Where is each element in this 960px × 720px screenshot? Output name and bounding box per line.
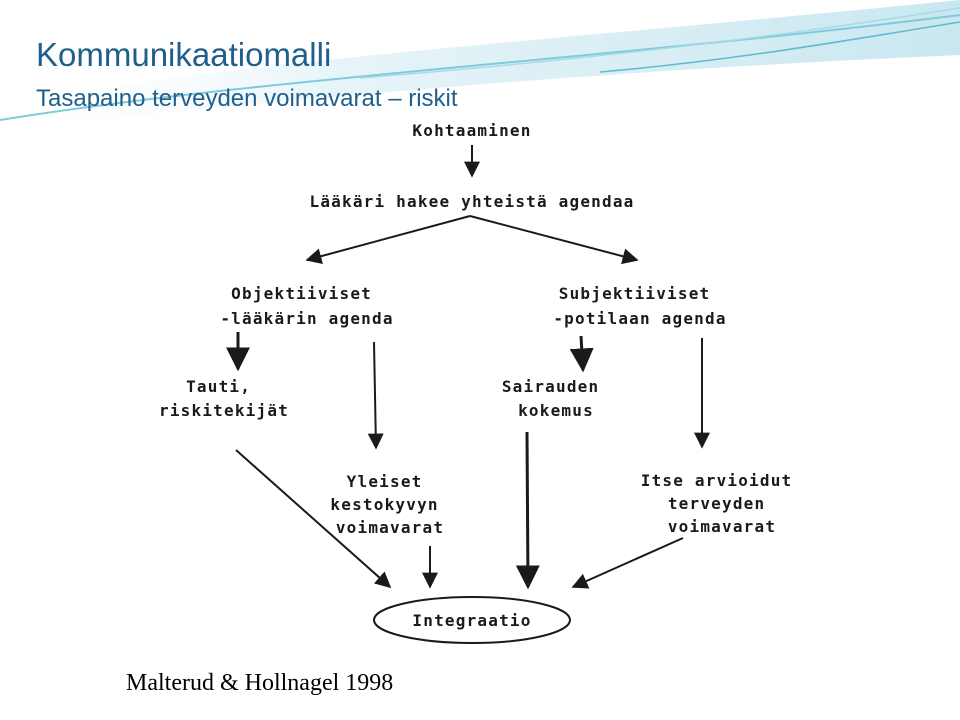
edge-subjektiiviset-sairauden <box>569 335 594 373</box>
node-label-line: voimavarat <box>668 517 776 536</box>
node-label-line: Itse arvioidut <box>641 471 793 490</box>
node-label-line: voimavarat <box>336 518 444 537</box>
node-label-line: -potilaan agenda <box>553 309 726 328</box>
integraatio-ellipse <box>373 596 571 644</box>
header-wave-decoration <box>0 0 960 130</box>
node-label-line: Sairauden <box>502 377 600 396</box>
node-itse: Itse arvioidut terveyden voimavarat <box>641 471 804 536</box>
edge-agenda-subjektiiviset <box>469 215 639 265</box>
edge-tauti-integraatio <box>235 449 392 589</box>
node-sairauden: Sairauden kokemus <box>502 377 610 420</box>
node-yleiset: Yleiset kestokyvyn voimavarat <box>330 472 449 537</box>
node-objektiiviset: Objektiiviset -lääkärin agenda <box>220 284 393 328</box>
node-label-line: Lääkäri hakee yhteistä agendaa <box>310 192 635 211</box>
node-label-line: Yleiset <box>347 472 423 491</box>
wave-line <box>599 21 960 73</box>
slide-subtitle: Tasapaino terveyden voimavarat – riskit <box>36 85 458 112</box>
node-label-line: Tauti, <box>186 377 251 396</box>
source-credit: Malterud & Hollnagel 1998 <box>126 670 394 696</box>
node-label-line: Kohtaaminen <box>412 121 531 140</box>
node-label-line: riskitekijät <box>159 401 289 420</box>
node-label-line: Subjektiiviset <box>559 284 711 303</box>
edge-itse-integraatio <box>571 537 684 589</box>
node-agenda: Lääkäri hakee yhteistä agendaa <box>310 192 635 211</box>
node-label-line: kestokyvyn <box>330 495 438 514</box>
node-kohtaaminen: Kohtaaminen <box>412 121 531 140</box>
node-label-line: Integraatio <box>412 611 531 630</box>
node-label-line: kokemus <box>518 401 594 420</box>
edge-objektiiviset-yleiset <box>367 341 384 450</box>
slide-title: Kommunikaatiomalli <box>36 36 332 73</box>
wave-line <box>0 14 960 121</box>
edge-agenda-objektiiviset <box>305 215 471 264</box>
node-label-line: terveyden <box>668 494 766 513</box>
node-label-line: Objektiiviset <box>231 284 372 303</box>
node-label-line: -lääkärin agenda <box>220 309 393 328</box>
node-subjektiiviset: Subjektiiviset -potilaan agenda <box>553 284 726 328</box>
edge-sairauden-integraatio <box>515 431 540 590</box>
wave-line <box>359 7 960 79</box>
node-integraatio: Integraatio <box>412 611 531 630</box>
node-tauti: Tauti, riskitekijät <box>159 377 289 420</box>
